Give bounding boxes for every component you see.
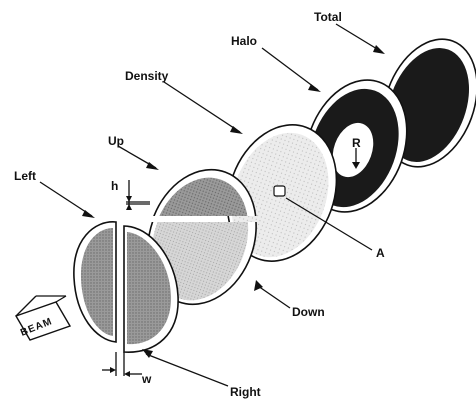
h-label: h bbox=[111, 179, 118, 193]
beam-indicator: BEAM bbox=[16, 296, 70, 340]
leader-down bbox=[258, 286, 290, 308]
w-gap-dimension bbox=[102, 352, 142, 377]
density-aperture bbox=[274, 186, 285, 196]
density-label: Density bbox=[125, 69, 169, 83]
left-plate bbox=[74, 222, 116, 342]
leader-right bbox=[146, 354, 228, 386]
leader-density bbox=[164, 82, 240, 132]
leader-left bbox=[40, 182, 92, 216]
right-label: Right bbox=[230, 385, 261, 399]
left-label: Left bbox=[14, 169, 36, 183]
h-gap-dimension bbox=[126, 180, 150, 210]
a-label: A bbox=[376, 246, 385, 260]
w-label: w bbox=[141, 372, 152, 386]
total-label: Total bbox=[314, 10, 342, 24]
leader-halo bbox=[262, 48, 318, 90]
halo-label: Halo bbox=[231, 34, 257, 48]
down-label: Down bbox=[292, 305, 325, 319]
up-label: Up bbox=[108, 134, 124, 148]
r-label: R bbox=[352, 136, 361, 150]
